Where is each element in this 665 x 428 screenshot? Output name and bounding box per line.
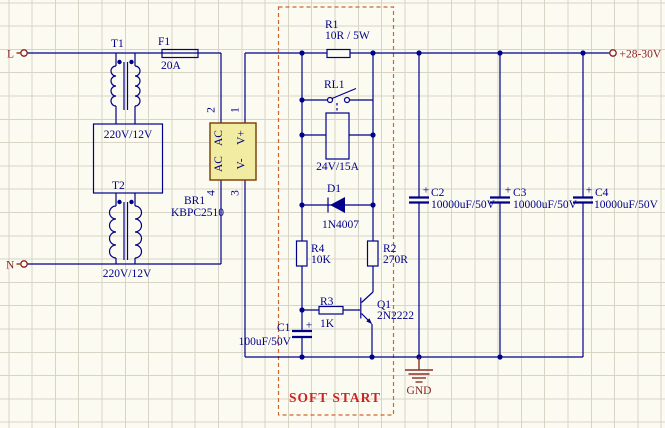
r2-body[interactable] (366, 240, 379, 267)
t1-primary-winding (110, 65, 117, 107)
rl1-contact-right (343, 96, 351, 104)
rl1-ref: RL1 (324, 79, 345, 91)
capacitor-c3[interactable]: + C3 10000uF/50V (490, 185, 578, 212)
r4-body[interactable] (295, 240, 308, 267)
rl1-switch-blade[interactable] (331, 87, 357, 100)
c3-ref: C3 (513, 187, 527, 199)
rl1-value: 24V/15A (316, 161, 360, 173)
fuse-f1[interactable]: F1 20A (158, 36, 199, 72)
f1-value: 20A (161, 60, 182, 72)
capacitor-c4[interactable]: + C4 10000uF/50V (573, 185, 659, 212)
t2-ref: T2 (112, 180, 125, 192)
q1-emitter-arrow (366, 318, 372, 324)
d1-ref: D1 (327, 183, 341, 195)
r1-body[interactable] (326, 48, 351, 59)
br1-ac-bottom-label: AC (213, 156, 225, 172)
wires (27, 50, 610, 360)
r3-ref: R3 (320, 296, 334, 308)
r1-ref: R1 (325, 19, 339, 31)
neutral-terminal-circle[interactable] (20, 260, 28, 268)
r2-value: 270R (383, 254, 408, 266)
resistor-r3[interactable]: R3 1K (318, 296, 344, 330)
neutral-label: N (6, 260, 15, 272)
t2-primary-winding (108, 205, 117, 259)
d1-value: 1N4007 (322, 219, 359, 231)
live-terminal-circle[interactable] (20, 49, 28, 57)
t1-secondary-winding (134, 65, 141, 107)
live-label: L (7, 49, 14, 61)
t1-polarity-dot (117, 59, 122, 65)
r4-ref: R4 (311, 243, 325, 255)
rl1-contact-left (326, 96, 334, 104)
br1-ac-top-label: AC (213, 130, 225, 146)
r2-ref: R2 (383, 243, 397, 255)
t2-polarity-dot (117, 199, 122, 205)
output-terminal-circle[interactable] (609, 49, 617, 57)
r3-value: 1K (320, 318, 335, 330)
rl1-coil-body[interactable] (325, 112, 350, 160)
transformer-t2[interactable]: T2 220V/12V (103, 180, 152, 280)
t1-polarity-dot (129, 59, 134, 65)
q1-ref: Q1 (377, 299, 391, 311)
r3-body[interactable] (318, 305, 344, 315)
f1-ref: F1 (158, 36, 170, 48)
transistor-q1[interactable]: Q1 2N2222 (360, 291, 415, 357)
ground-label: GND (407, 385, 432, 397)
capacitor-c1[interactable]: C1 + 100uF/50V (239, 320, 313, 349)
resistor-r1[interactable]: R1 10R / 5W (325, 19, 370, 59)
c2-ref: C2 (431, 187, 445, 199)
t1-value: 220V/12V (104, 129, 153, 141)
transformer-t1[interactable]: T1 220V/12V (92, 38, 164, 194)
t2-polarity-dot (129, 199, 134, 205)
br1-vminus-label: V- (236, 158, 248, 169)
ground-symbol[interactable]: GND (405, 357, 433, 397)
c1-value: 100uF/50V (239, 336, 292, 348)
terminal-neutral[interactable]: N (6, 260, 28, 272)
soft-start-region-box (277, 6, 395, 416)
c4-plus-sign: + (586, 185, 593, 197)
transformer-body-box (92, 123, 164, 194)
soft-start-label: SOFT START (289, 390, 381, 405)
bridge-rectifier-br1[interactable]: 2 1 4 3 AC V+ AC V- BR1 KBPC2510 (171, 107, 257, 219)
output-voltage-label: +28-30V (620, 49, 662, 61)
br1-pin2-number: 2 (206, 107, 218, 113)
c2-value: 10000uF/50V (431, 199, 496, 211)
d1-triangle[interactable] (330, 197, 345, 213)
br1-vplus-label: V+ (236, 130, 248, 145)
br1-pin3-number: 3 (230, 190, 242, 196)
br1-ref: BR1 (184, 195, 205, 207)
q1-value: 2N2222 (377, 310, 414, 322)
relay-rl1[interactable]: RL1 24V/15A (316, 79, 360, 173)
t1-ref: T1 (111, 38, 124, 50)
t2-secondary-winding (134, 205, 143, 259)
c1-plus-sign: + (306, 320, 313, 332)
diode-d1[interactable]: D1 1N4007 (322, 183, 359, 231)
capacitor-c2[interactable]: + C2 10000uF/50V (409, 185, 496, 212)
c2-plus-sign: + (423, 185, 430, 197)
c3-plus-sign: + (505, 185, 512, 197)
c3-value: 10000uF/50V (513, 199, 578, 211)
c1-ref: C1 (277, 322, 291, 334)
terminal-output[interactable]: +28-30V (609, 49, 662, 61)
t2-value: 220V/12V (103, 268, 152, 280)
c4-value: 10000uF/50V (594, 199, 659, 211)
br1-body[interactable] (209, 122, 257, 181)
c4-ref: C4 (595, 187, 609, 199)
br1-pin4-number: 4 (206, 190, 218, 196)
q1-collector (361, 291, 374, 303)
f1-body[interactable] (161, 48, 199, 59)
resistor-r4[interactable]: R4 10K (295, 240, 332, 267)
resistor-r2[interactable]: R2 270R (366, 240, 409, 267)
terminal-live[interactable]: L (7, 49, 28, 61)
br1-part: KBPC2510 (171, 207, 224, 219)
r1-value: 10R / 5W (325, 30, 370, 42)
br1-pin1-number: 1 (230, 107, 242, 113)
r4-value: 10K (311, 254, 332, 266)
